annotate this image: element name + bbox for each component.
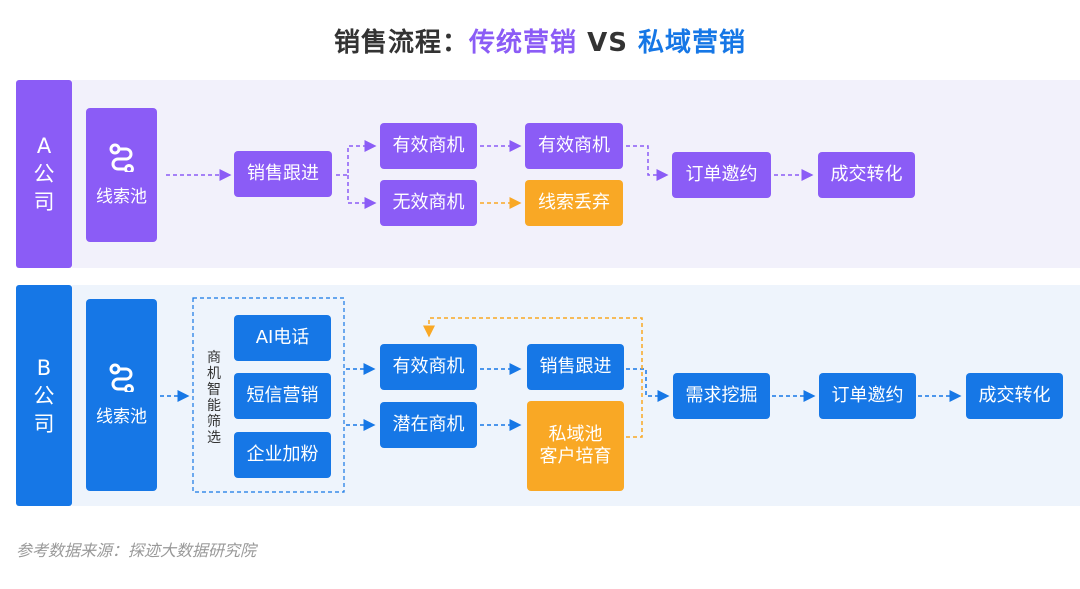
company-b-label-letter: B bbox=[36, 355, 52, 380]
page-title: 销售流程：传统营销 VS 私域营销 bbox=[0, 22, 1080, 59]
company-b-wecom-fans: 企业加粉 bbox=[234, 432, 331, 478]
company-a-valid-opp-2: 有效商机 bbox=[525, 123, 623, 169]
company-b-needs-mining: 需求挖掘 bbox=[673, 373, 770, 419]
arrow-a-follow-branch bbox=[336, 140, 377, 176]
company-b-order-invite: 订单邀约 bbox=[819, 373, 916, 419]
company-a-label-char1: 公 bbox=[33, 162, 55, 186]
arrow-a-follow-branch-down bbox=[347, 175, 377, 209]
company-b-lead-pool-label: 线索池 bbox=[96, 407, 147, 427]
company-b-private-pool: 私域池 客户培育 bbox=[527, 401, 624, 491]
company-b-ai-call: AI电话 bbox=[234, 315, 331, 361]
data-source-note: 参考数据来源：探迹大数据研究院 bbox=[16, 541, 257, 560]
company-a-label-letter: A bbox=[36, 134, 52, 158]
company-b-deal: 成交转化 bbox=[966, 373, 1063, 419]
screen-group-label: 商机智能筛选 bbox=[207, 350, 221, 446]
arrow-a-valid-to-order bbox=[626, 145, 669, 181]
company-a-lead-discard: 线索丢弃 bbox=[525, 180, 623, 226]
company-a-lead-pool: 线索池 bbox=[86, 108, 157, 242]
arrow-b-private-loop-back bbox=[423, 317, 643, 438]
link-icon bbox=[109, 143, 134, 172]
company-b-label-char1: 公 bbox=[33, 383, 55, 408]
company-a-valid-opp-1: 有效商机 bbox=[380, 123, 477, 169]
title-part-sales-process: 销售流程： bbox=[334, 28, 470, 58]
company-a-label-char2: 司 bbox=[33, 190, 55, 214]
company-b-private-pool-line2: 客户培育 bbox=[539, 446, 612, 467]
company-b-private-pool-line1: 私域池 bbox=[548, 424, 603, 445]
company-b-sales-follow: 销售跟进 bbox=[527, 344, 624, 390]
title-part-traditional: 传统营销 bbox=[469, 28, 578, 58]
arrow-b-follow-to-needs bbox=[626, 368, 670, 402]
title-vs: VS bbox=[577, 28, 638, 58]
company-b-lead-pool: 线索池 bbox=[86, 299, 157, 491]
company-b-valid-opp: 有效商机 bbox=[380, 344, 477, 390]
company-b-label-char2: 司 bbox=[33, 411, 55, 436]
company-a-label: A 公 司 bbox=[16, 80, 72, 268]
company-b-sms-marketing: 短信营销 bbox=[234, 373, 331, 419]
company-b-label: B 公 司 bbox=[16, 285, 72, 506]
title-part-private: 私域营销 bbox=[637, 28, 746, 58]
company-a-order-invite: 订单邀约 bbox=[672, 152, 771, 198]
company-a-sales-follow: 销售跟进 bbox=[234, 151, 332, 197]
company-a-deal: 成交转化 bbox=[818, 152, 915, 198]
link-icon bbox=[109, 363, 134, 392]
company-a-lead-pool-label: 线索池 bbox=[96, 187, 147, 207]
screen-group-frame bbox=[192, 297, 345, 493]
company-b-potential-opp: 潜在商机 bbox=[380, 402, 477, 448]
company-a-invalid-opp: 无效商机 bbox=[380, 180, 477, 226]
